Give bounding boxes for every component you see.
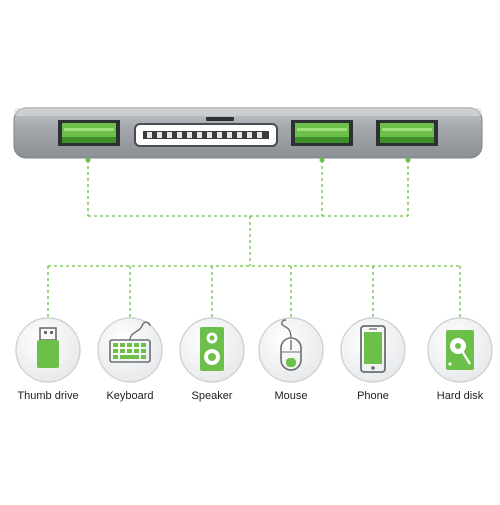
device-label-phone: Phone [357,390,389,402]
usb-port-1 [58,120,120,146]
card-reader-slot [134,117,278,147]
device-label-thumb-drive: Thumb drive [17,390,79,402]
device-label-mouse: Mouse [274,390,308,402]
usb-port-3 [376,120,438,146]
device-circles [15,317,493,383]
phone-icon [360,325,386,373]
usb-port-2 [291,120,353,146]
device-label-keyboard: Keyboard [106,390,154,402]
thumb-drive-icon [37,327,59,368]
usb-hub [13,107,483,159]
mouse-icon [280,319,302,371]
speaker-icon [200,327,224,371]
connector-dots [85,157,411,163]
hard-disk-icon [446,330,474,370]
connector-lines [47,160,461,318]
device-label-speaker: Speaker [191,390,233,402]
device-label-hard-disk: Hard disk [436,390,484,402]
keyboard-icon [109,321,151,363]
